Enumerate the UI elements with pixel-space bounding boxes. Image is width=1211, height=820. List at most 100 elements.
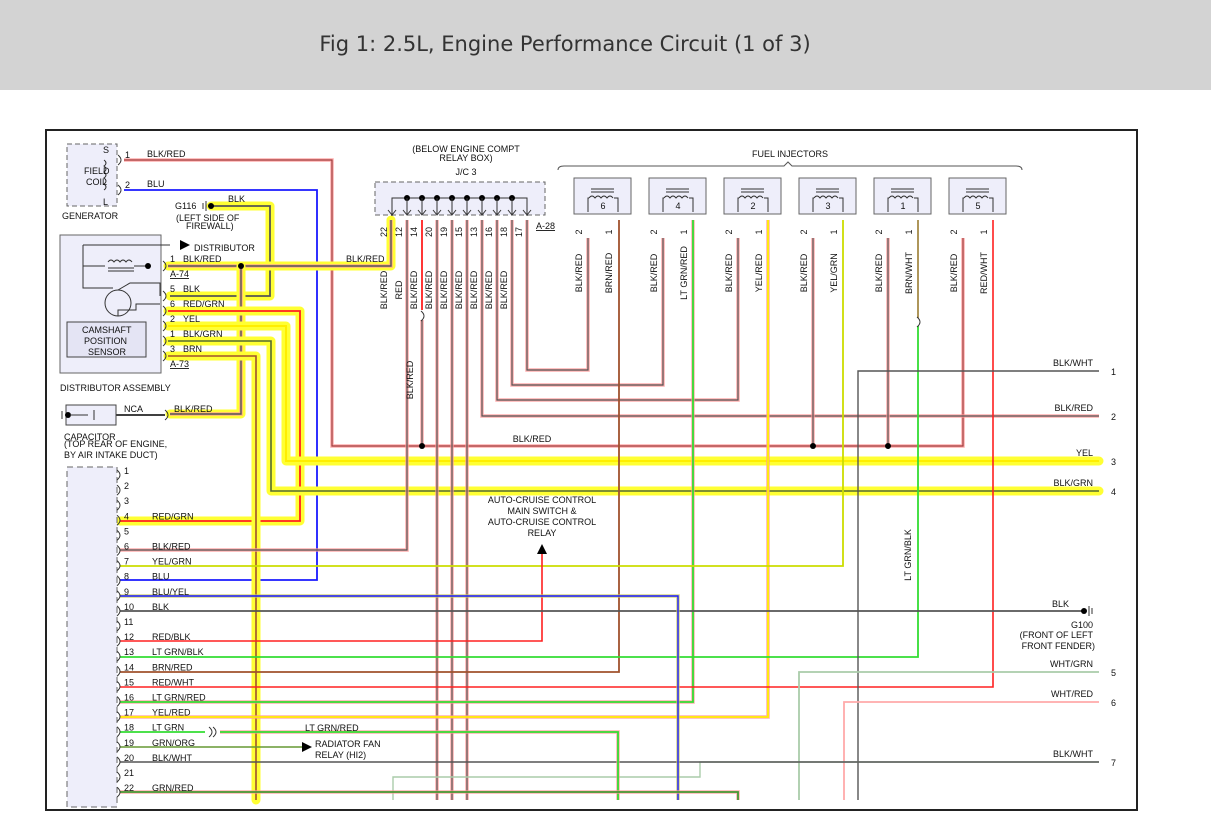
injector-lead — [764, 197, 769, 212]
inj2-yelred-wire — [120, 220, 769, 718]
g116-wire-label: BLK — [228, 194, 245, 204]
jc3-pin-arrow-icon — [492, 209, 502, 216]
ecm-wire-label: BLK/RED — [152, 542, 191, 552]
generator-pin-l: L — [103, 197, 108, 207]
ecm-pin-icon — [116, 771, 121, 783]
out6-whtred-wire — [843, 701, 1099, 800]
ecm-pin-num: 7 — [124, 557, 129, 567]
jc3-pin-num: 19 — [439, 227, 449, 237]
jc3-wire-label: BLK/RED — [409, 270, 419, 309]
injector-lead — [689, 197, 694, 212]
distributor-arrow-icon — [180, 240, 190, 250]
ecm-pin-num: 20 — [124, 753, 134, 763]
labels-layer: SLFIELDCOILGENERATOR12BLK/REDBLUG116(LEF… — [60, 144, 1116, 793]
inj6-brnred-wire — [120, 220, 620, 673]
radiator-wire-label: LT GRN/RED — [305, 723, 359, 733]
ecm-pin-num: 11 — [124, 617, 133, 627]
blkgrn-wire — [168, 340, 1099, 492]
brn-wire — [168, 355, 257, 800]
generator-pin-num: 1 — [125, 150, 130, 160]
ecm-connector-box — [66, 466, 118, 808]
right-output-label: WHT/GRN — [1050, 659, 1093, 669]
ecm-wire-label: GRN/ORG — [152, 738, 195, 748]
generator-pin-1-icon — [117, 154, 122, 166]
ecm-pin-num: 4 — [124, 511, 129, 521]
jc3-pin-num: 12 — [394, 227, 404, 237]
right-output-number: 1 — [1111, 367, 1116, 377]
capacitor-location: BY AIR INTAKE DUCT) — [64, 450, 158, 460]
right-output-number: 3 — [1111, 457, 1116, 467]
fuel-injector-number: 6 — [600, 201, 605, 211]
title-bar: Fig 1: 2.5L, Engine Performance Circuit … — [0, 0, 1211, 90]
injector-pin-num: 2 — [949, 229, 959, 234]
connector-a28-label: A-28 — [536, 221, 555, 231]
injector-coil-icon — [963, 195, 989, 199]
capacitor-wire-label: BLK/RED — [174, 404, 213, 414]
ecm-pin-num: 9 — [124, 587, 129, 597]
capacitor-nca-label: NCA — [124, 404, 143, 414]
right-output-label: BLK/WHT — [1053, 749, 1094, 759]
g116-label: G116 — [175, 201, 196, 211]
injector-coil-icon — [888, 195, 914, 199]
generator-box — [66, 143, 118, 207]
distributor-pin-num: 6 — [170, 299, 175, 309]
jc3-wire-label: BLK/RED — [484, 270, 494, 309]
injector-coil-icon — [663, 195, 689, 199]
ecm-pin-icon — [116, 756, 121, 768]
gen-blkred-wire — [124, 159, 964, 447]
camshaft-sensor-box — [66, 321, 147, 358]
ecm-wire-label: LT GRN/RED — [152, 693, 206, 703]
ecm-pin-num: 2 — [124, 481, 129, 491]
g100-label: G100 — [1071, 620, 1093, 630]
ecm-wire-label: BRN/RED — [152, 662, 193, 672]
ecm-pin-icon — [116, 620, 121, 632]
distributor-lead — [117, 282, 161, 296]
diagram-frame — [45, 129, 1138, 811]
right-output-number: 6 — [1111, 698, 1116, 708]
injector-coil-icon — [813, 195, 839, 199]
fuel-injector-number: 4 — [675, 201, 680, 211]
cruise-label: AUTO-CRUISE CONTROL — [488, 517, 596, 527]
jc3-pin-arrow-icon — [477, 209, 487, 216]
g100-dot — [1081, 608, 1087, 614]
inj4-ltgrnred-wire — [120, 220, 694, 703]
ecm-pin-icon — [116, 665, 121, 677]
ecm-wire-label: BLK/WHT — [152, 753, 193, 763]
jc3-pin-num: 15 — [454, 227, 464, 237]
right-output-label: BLK/GRN — [1053, 478, 1093, 488]
generator-wire-label: BLK/RED — [147, 149, 186, 159]
jc3-pin-arrow-icon — [417, 209, 427, 216]
out5-whtgrn-wire — [798, 671, 1099, 800]
distributor-pin-icon — [162, 290, 167, 302]
jc3-down-label: BLK/RED — [405, 360, 415, 399]
connector-a74-label: A-74 — [170, 269, 189, 279]
blkred-bus-label: BLK/RED — [513, 434, 552, 444]
ecm-pin-icon — [116, 741, 121, 753]
distributor-assembly-label: DISTRIBUTOR ASSEMBLY — [60, 383, 171, 393]
ecm-wire-label: LT GRN — [152, 723, 184, 733]
ecm-pin-num: 21 — [124, 768, 134, 778]
fuel-injector-number: 1 — [900, 201, 905, 211]
ecm-pin-num: 18 — [124, 723, 134, 733]
distributor-pin-num: 5 — [170, 284, 175, 294]
distributor-pin-icon — [162, 305, 167, 317]
capacitor-label: CAPACITOR — [64, 432, 116, 442]
ecm-pin-icon — [116, 650, 121, 662]
ecm-pin-icon — [116, 711, 121, 722]
inj5-redwht-wire — [120, 220, 994, 688]
ecm-wire-label: GRN/RED — [152, 783, 194, 793]
ecm-pin-icon — [116, 726, 121, 738]
injector-wire-label: YEL/GRN — [829, 253, 839, 293]
inj3-yelgrn-wire — [120, 220, 844, 567]
injector-lead — [914, 197, 919, 212]
distributor-pin-num: 1 — [170, 329, 175, 339]
ecm-pin-num: 6 — [124, 542, 129, 552]
capacitor-pin-icon — [164, 409, 169, 421]
ecm-wire-label: RED/GRN — [152, 511, 194, 521]
distributor-wire-label: BLK — [183, 284, 200, 294]
ecm-pin-icon — [116, 484, 121, 496]
distributor-pin-icon — [162, 335, 167, 347]
injector-lead — [737, 197, 739, 212]
jc3-wire-label: BLK/RED — [424, 270, 434, 309]
jc3-wire-label: BLK/RED — [439, 270, 449, 309]
